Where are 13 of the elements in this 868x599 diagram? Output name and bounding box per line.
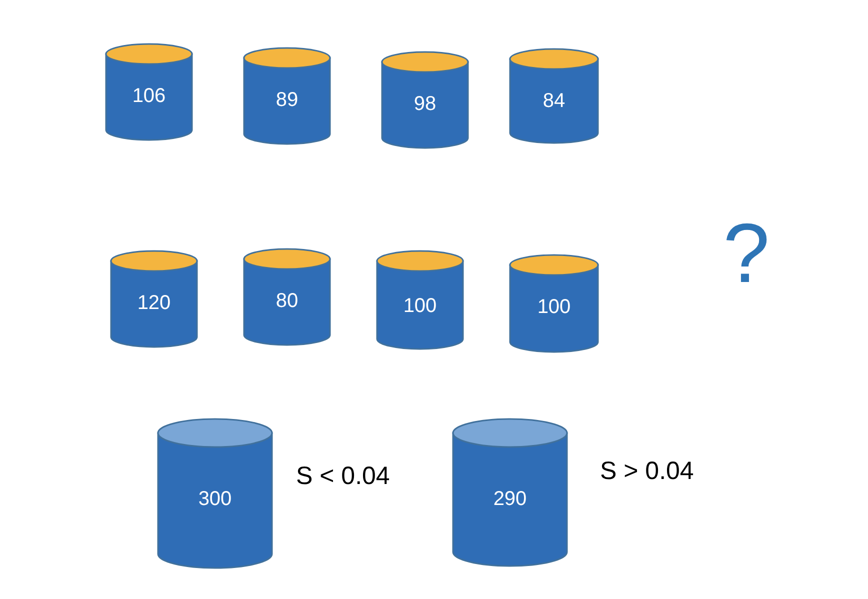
condition-label: S < 0.04 — [296, 462, 390, 491]
value-label: 120 — [136, 292, 172, 315]
value-label: 84 — [542, 90, 566, 113]
value-label: 80 — [274, 290, 300, 313]
value-label: 89 — [274, 89, 300, 112]
value-label: 100 — [536, 296, 572, 319]
value-label: 106 — [131, 85, 167, 108]
value-label: 300 — [197, 488, 233, 511]
condition-label: S > 0.04 — [600, 457, 694, 486]
value-label: 98 — [412, 93, 438, 116]
value-label: 100 — [402, 295, 438, 318]
question-mark: ? — [723, 205, 770, 302]
value-label: 290 — [492, 488, 528, 511]
